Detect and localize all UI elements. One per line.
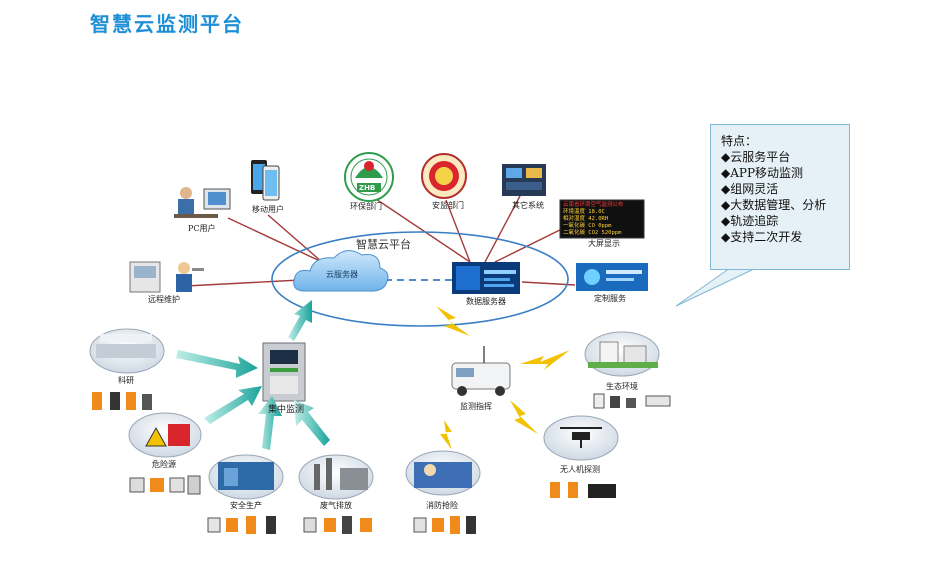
cloud-platform-label: 智慧云平台 <box>356 238 411 251</box>
custom-service-icon <box>576 263 648 291</box>
bolt-ecology <box>520 350 570 370</box>
bubble-fire <box>405 450 481 496</box>
screen-row: 一氧化碳 CO 0ppm <box>563 223 612 229</box>
safety-dept-logo <box>421 153 467 199</box>
exhaust-label: 废气排放 <box>320 501 352 510</box>
big-screen-label: 大屏显示 <box>588 239 620 248</box>
callout-pointer <box>675 267 757 307</box>
data-server-icon <box>452 262 520 294</box>
devices-fire <box>413 516 476 534</box>
fire-rescue-label: 消防抢险 <box>426 501 458 510</box>
bubble-research <box>89 328 165 374</box>
drone-label: 无人机探测 <box>560 465 600 474</box>
features-callout: 特点： ◆云服务平台 ◆APP移动监测 ◆组网灵活 ◆大数据管理、分析 ◆轨迹追… <box>710 124 850 270</box>
screen-row: 云南省环境空气监测公布 <box>563 202 624 208</box>
safety-dept-label: 安监部门 <box>432 201 464 210</box>
page-title: 智慧云监测平台 <box>90 12 244 36</box>
bubble-drone <box>543 415 619 461</box>
env-dept-label: 环保部门 <box>350 202 382 211</box>
teal-arrows <box>176 300 330 450</box>
hazmat-label: 危险源 <box>152 460 176 469</box>
research-label: 科研 <box>118 376 134 385</box>
other-system-label: 其它系统 <box>512 201 544 210</box>
bolt-top <box>436 306 470 336</box>
other-system-icon <box>502 164 546 196</box>
remote-maint-label: 远程维护 <box>148 295 180 304</box>
bolt-fire <box>440 420 452 450</box>
cloud-server-label: 云服务器 <box>326 270 358 279</box>
link-pc <box>227 217 323 263</box>
callout-item: ◆云服务平台 <box>721 150 791 164</box>
devices-ecology <box>593 393 671 409</box>
link-safety <box>445 199 471 263</box>
screen-row: 二氧化碳 CO2 520ppm <box>563 230 622 236</box>
callout-item: ◆组网灵活 <box>721 182 779 196</box>
monitor-vehicle-icon <box>451 346 511 396</box>
concentrator-label: 集中监测 <box>268 405 305 415</box>
screen-row: 环境温度 18.0C <box>563 209 605 215</box>
bubble-hazmat <box>128 412 202 458</box>
big-screen-text: 云南省环境空气监测公布 环境温度 18.0C 相对湿度 42.0RH 一氧化碳 … <box>563 202 643 237</box>
link-mobile <box>267 214 323 263</box>
arrow-exhaust <box>294 400 330 446</box>
remote-maintenance-icon <box>129 261 204 293</box>
link-env <box>369 194 471 263</box>
arrow-safe-prod <box>258 396 282 450</box>
devices-drone <box>550 482 616 498</box>
devices-research <box>92 392 152 410</box>
link-other <box>484 195 521 263</box>
arrow-hazmat <box>204 386 262 424</box>
pc-user-icon <box>174 187 231 218</box>
zhb-logo-text: ZHB <box>359 184 376 192</box>
link-remote <box>185 279 301 287</box>
arrow-up-cloud <box>288 300 312 341</box>
bubble-ecology <box>584 331 660 377</box>
bolt-drone <box>510 400 538 434</box>
ecology-label: 生态环境 <box>606 382 638 391</box>
devices-hazmat <box>129 475 201 495</box>
devices-exhaust <box>303 516 372 534</box>
monitor-vehicle-label: 监测指挥 <box>460 402 492 411</box>
mobile-user-icon <box>251 160 280 201</box>
devices-safe-prod <box>207 516 276 534</box>
screen-row: 相对湿度 42.0RH <box>563 216 609 222</box>
callout-item: ◆大数据管理、分析 <box>721 198 827 212</box>
safe-prod-label: 安全生产 <box>230 501 262 510</box>
link-screen <box>494 224 571 263</box>
lightning-bolts <box>436 306 570 450</box>
big-screen-icon <box>559 199 645 239</box>
concentrator-cabinet <box>262 342 306 402</box>
bubble-safe-prod <box>208 454 284 500</box>
custom-service-label: 定制服务 <box>594 294 626 303</box>
data-server-label: 数据服务器 <box>466 297 506 306</box>
callout-item: ◆APP移动监测 <box>721 166 804 180</box>
env-dept-logo <box>344 152 394 202</box>
mobile-user-label: 移动用户 <box>252 205 284 214</box>
callout-item: ◆支持二次开发 <box>721 230 803 244</box>
bubble-exhaust <box>298 454 374 500</box>
cloud-platform-ellipse <box>271 231 569 327</box>
callout-item: ◆轨迹追踪 <box>721 214 779 228</box>
cloud-icon <box>293 250 389 292</box>
pc-user-label: PC用户 <box>188 224 216 233</box>
arrow-research <box>176 350 258 378</box>
callout-heading: 特点： <box>721 134 758 148</box>
